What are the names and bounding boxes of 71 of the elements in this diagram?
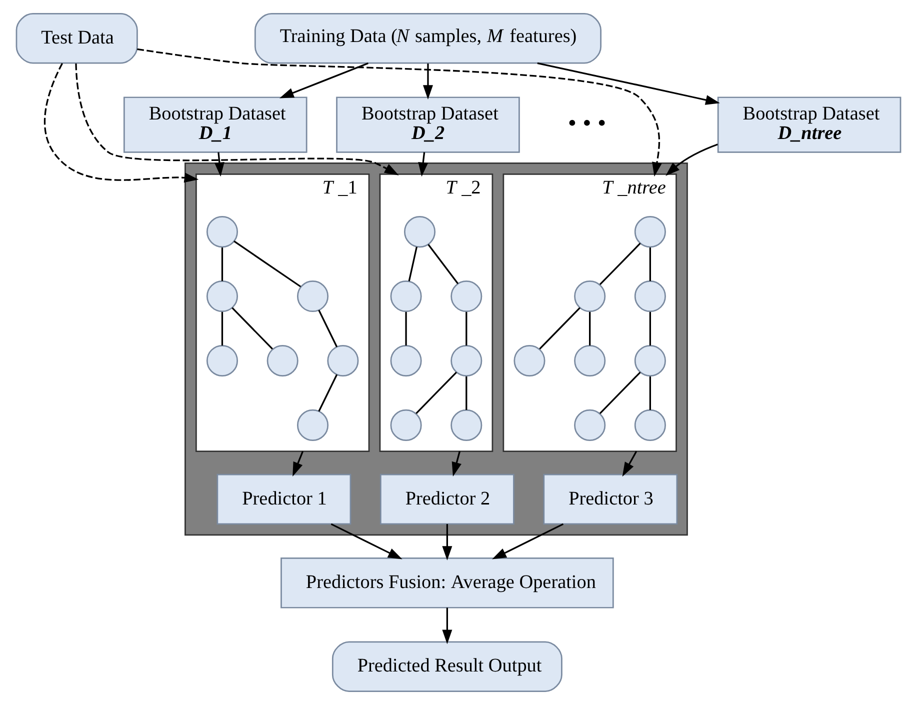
node-circle [206, 344, 238, 376]
connector [408, 246, 417, 282]
arrow [422, 64, 432, 100]
arrow [665, 144, 718, 176]
connector [427, 244, 458, 284]
label: • • • [567, 110, 606, 137]
node-circle [634, 216, 666, 248]
node-circle [574, 280, 606, 312]
node-circle [390, 280, 422, 312]
cluster: T _1 [194, 174, 370, 452]
arrow [279, 62, 368, 98]
arrow [492, 523, 564, 560]
node-circle [206, 280, 238, 312]
node-box: Predictor 3 [542, 474, 678, 525]
connector [588, 312, 590, 346]
node-circle [450, 409, 482, 441]
connector [465, 376, 467, 410]
cluster: T _ntree [502, 174, 676, 452]
node-box: Bootstrap Dataset D_2 [336, 96, 520, 153]
connector [648, 312, 651, 346]
connector [220, 312, 223, 346]
connector [598, 372, 640, 414]
node-box: Predicted Result Output [331, 641, 562, 692]
arrow [418, 152, 428, 177]
node-box: Bootstrap Dataset D_1 [122, 96, 307, 153]
connector [465, 312, 467, 346]
arrow [43, 63, 198, 183]
arrow [292, 450, 304, 477]
arrow [136, 48, 662, 177]
node-circle [513, 344, 545, 376]
arrow [330, 523, 402, 560]
node-circle [390, 409, 422, 441]
node-circle [574, 409, 606, 441]
node-circle [574, 344, 606, 376]
arrow [442, 524, 452, 560]
arrow [74, 63, 398, 176]
connector [318, 374, 338, 412]
node-circle [326, 344, 358, 376]
connector [538, 307, 580, 350]
node-circle [450, 280, 482, 312]
node-circle [634, 409, 666, 441]
node-circle [390, 344, 422, 376]
connector [415, 372, 456, 414]
node-box: Bootstrap Dataset D_ntree [716, 96, 901, 153]
connector [648, 247, 651, 282]
connector [220, 247, 223, 282]
node-circle [403, 216, 436, 248]
node-circle [266, 344, 298, 376]
arrow [214, 152, 224, 177]
node-circle [296, 409, 328, 441]
node-box: Predictors Fusion: Average Operation [280, 558, 614, 608]
cluster: T _2 [378, 174, 493, 452]
node-box: Predictor 2 [379, 474, 514, 525]
connector [318, 310, 338, 348]
connector [648, 376, 651, 410]
connector [233, 240, 301, 288]
arrow [536, 62, 720, 105]
connector [231, 307, 272, 350]
connector [598, 242, 640, 286]
node-box: Predictor 1 [216, 474, 351, 525]
node-circle [634, 344, 666, 376]
arrow [622, 450, 637, 477]
node-circle [296, 280, 328, 312]
node-box: Test Data [15, 13, 138, 64]
node-circle [450, 344, 482, 376]
arrow [442, 608, 452, 644]
node-box: Training Data (N samples, M features) [254, 13, 601, 64]
connector [404, 312, 406, 346]
arrow [451, 451, 461, 476]
node-circle [206, 216, 238, 248]
node-circle [634, 280, 666, 312]
